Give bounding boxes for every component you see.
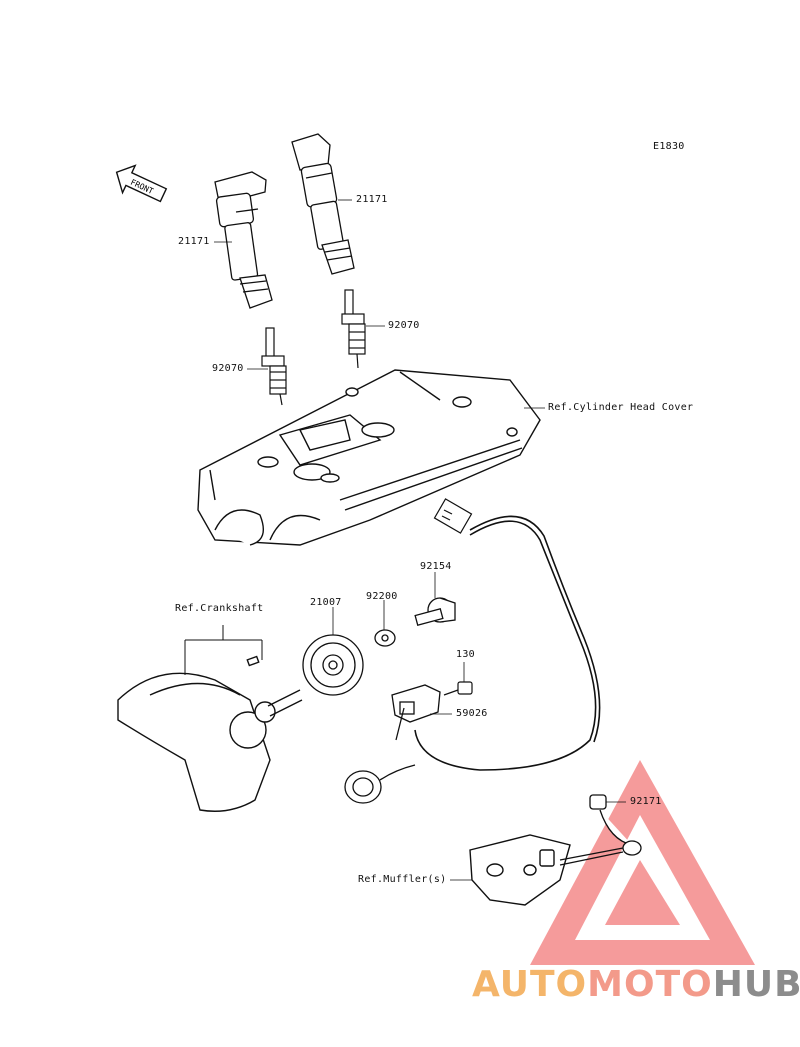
ref-label-crankshaft: Ref.Crankshaft <box>175 603 264 614</box>
part-label-coil-left: 21171 <box>178 236 210 247</box>
part-label-plug-right: 92070 <box>388 320 420 331</box>
part-label-screw: 130 <box>456 649 475 660</box>
wire-harness <box>414 515 601 771</box>
crankshaft-assembly <box>117 655 303 812</box>
watermark-hub: HUB <box>712 964 800 1005</box>
watermark-text: AUTOMOTOHUB <box>472 964 800 1005</box>
crankshaft-ref-bracket <box>184 625 263 675</box>
bolt-92154 <box>414 597 456 626</box>
part-label-rotor: 21007 <box>310 597 342 608</box>
part-label-plug-left: 92070 <box>212 363 244 374</box>
part-label-coil-right: 21171 <box>356 194 388 205</box>
part-label-sensor: 59026 <box>456 708 488 719</box>
ref-label-muffler: Ref.Muffler(s) <box>358 874 447 885</box>
watermark-auto: AUTO <box>472 964 588 1005</box>
cylinder-head-cover <box>197 369 541 546</box>
washer-92200 <box>374 629 396 647</box>
ref-label-head-cover: Ref.Cylinder Head Cover <box>548 402 694 413</box>
diagram-code: E1830 <box>653 141 685 152</box>
ignition-coil-left <box>214 171 273 309</box>
leader-lines <box>214 199 626 881</box>
bolt-130 <box>443 681 473 696</box>
part-label-clamp: 92171 <box>630 796 662 807</box>
spark-plug-left <box>261 327 287 406</box>
part-label-bolt: 92154 <box>420 561 452 572</box>
muffler-bracket <box>469 834 571 906</box>
spark-plug-right <box>341 289 366 369</box>
watermark-moto: MOTO <box>587 964 713 1005</box>
front-arrow-icon: FRONT <box>115 164 168 203</box>
o2-sensor <box>559 840 642 866</box>
grommet <box>344 764 416 804</box>
ignition-coil-right <box>291 133 355 275</box>
part-label-washer: 92200 <box>366 591 398 602</box>
wire-connector <box>433 498 473 534</box>
crank-sensor <box>391 684 441 741</box>
watermark-logo <box>530 760 755 965</box>
timing-rotor <box>302 634 364 696</box>
